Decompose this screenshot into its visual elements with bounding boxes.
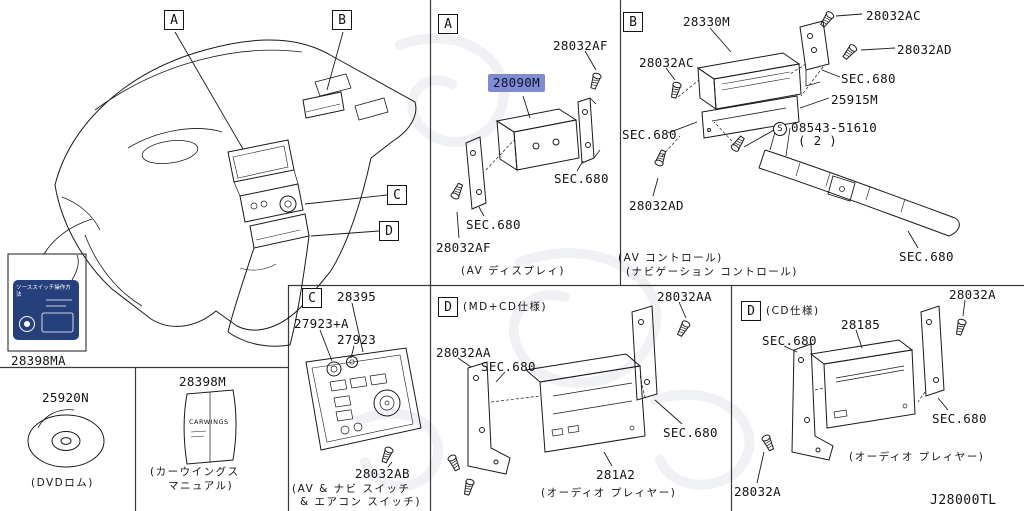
part-label-28032aa-right[interactable]: 28032AA xyxy=(657,289,712,304)
md-cd-variant-label: (MD+CD仕様) xyxy=(463,301,548,313)
part-label-28395[interactable]: 28395 xyxy=(337,289,377,304)
manual-cover-text: CARWINGS xyxy=(189,418,229,426)
part-label-28032ac-top[interactable]: 28032AC xyxy=(866,8,921,23)
callout-b-section: B xyxy=(623,12,643,32)
callout-c-overview: C xyxy=(387,185,407,205)
part-label-28032a-left[interactable]: 28032A xyxy=(734,484,781,499)
part-label-28090m-highlighted[interactable]: 28090M xyxy=(488,74,545,92)
audio-player-cd-drawing xyxy=(756,299,968,484)
part-label-28032ad-bottom[interactable]: 28032AD xyxy=(629,198,684,213)
part-label-28032ac-left[interactable]: 28032AC xyxy=(639,55,694,70)
part-label-28032a-right[interactable]: 28032A xyxy=(949,287,996,302)
switch-panel-drawing xyxy=(305,302,422,468)
cd-caption: (オーディオ プレィヤー) xyxy=(849,451,985,463)
av-display-drawing xyxy=(449,50,603,239)
part-label-28032ab[interactable]: 28032AB xyxy=(355,466,410,481)
part-label-27923a[interactable]: 27923+A xyxy=(294,316,349,331)
part-label-28185[interactable]: 28185 xyxy=(841,317,881,332)
callout-d-cd: D xyxy=(741,301,761,321)
sec-ref-680-beam[interactable]: SEC.680 xyxy=(899,249,954,264)
callout-d-overview: D xyxy=(379,221,399,241)
part-label-28330m[interactable]: 28330M xyxy=(683,14,730,29)
part-label-08543-51610[interactable]: 08543-51610 xyxy=(791,120,878,135)
dashboard-illustration xyxy=(43,31,417,347)
part-label-28398m[interactable]: 28398M xyxy=(179,374,226,389)
av-display-caption: (AV ディスプレィ) xyxy=(461,265,565,277)
part-label-28032aa-left[interactable]: 28032AA xyxy=(436,345,491,360)
part-label-25920n[interactable]: 25920N xyxy=(42,390,89,405)
manual-caption-line2: マニュアル) xyxy=(168,480,234,492)
switch-panel-caption-line2: & エアコン スイッチ) xyxy=(300,496,421,508)
manual-caption-line1: (カーウイングス xyxy=(150,466,240,478)
audio-player-md-cd-drawing xyxy=(446,301,692,497)
s-screw-symbol: S xyxy=(773,122,787,136)
part-label-25915m[interactable]: 25915M xyxy=(831,92,878,107)
md-cd-caption: (オーディオ プレィヤー) xyxy=(541,487,677,499)
part-label-281a2[interactable]: 281A2 xyxy=(596,467,636,482)
watermark xyxy=(355,33,755,492)
sec-ref-680-md-cd-left[interactable]: SEC.680 xyxy=(481,359,536,374)
drawing-code: J28000TL xyxy=(930,493,997,508)
callout-a-section: A xyxy=(438,14,458,34)
source-switch-card-text: ソーススイッチ操作方法 xyxy=(16,285,71,299)
callout-a-overview: A xyxy=(164,10,184,30)
sec-ref-680-control-top[interactable]: SEC.680 xyxy=(841,71,896,86)
part-label-27923[interactable]: 27923 xyxy=(337,332,377,347)
sec-ref-680-display-right[interactable]: SEC.680 xyxy=(554,171,609,186)
switch-panel-caption-line1: (AV & ナビ スイッチ xyxy=(292,483,411,495)
sec-ref-680-cd-right[interactable]: SEC.680 xyxy=(932,411,987,426)
sec-ref-680-display-left[interactable]: SEC.680 xyxy=(466,217,521,232)
part-label-28032af-top[interactable]: 28032AF xyxy=(553,38,608,53)
av-control-drawing xyxy=(652,9,960,249)
qty-label-2: ( 2 ) xyxy=(798,133,838,148)
av-control-caption-line2: (ナビゲーション コントロール) xyxy=(626,266,798,278)
manual-booklet-drawing xyxy=(183,389,237,465)
callout-d-md-cd: D xyxy=(438,297,458,317)
dvd-disc-drawing xyxy=(27,409,105,468)
part-label-28032af-bottom[interactable]: 28032AF xyxy=(436,240,491,255)
av-control-caption-line1: (AV コントロール) xyxy=(618,252,723,264)
callout-c-section: C xyxy=(302,288,322,308)
dvd-caption: (DVDロム) xyxy=(31,477,94,489)
sec-ref-680-cd-left[interactable]: SEC.680 xyxy=(762,333,817,348)
cd-variant-label: (CD仕様) xyxy=(766,305,820,317)
source-switch-card-drawing xyxy=(7,253,87,352)
sec-ref-680-control-left[interactable]: SEC.680 xyxy=(622,127,677,142)
part-label-28398ma[interactable]: 28398MA xyxy=(11,353,66,368)
callout-b-overview: B xyxy=(332,10,352,30)
sec-ref-680-md-cd-right[interactable]: SEC.680 xyxy=(663,425,718,440)
part-label-28032ad-right[interactable]: 28032AD xyxy=(897,42,952,57)
